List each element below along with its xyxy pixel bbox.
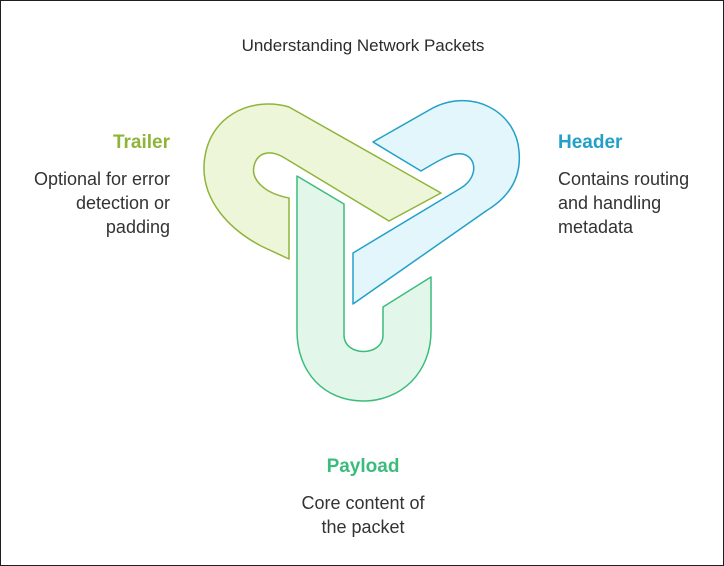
header-segment-shape	[352, 99, 521, 305]
header-description-line: Contains routing	[558, 169, 690, 189]
payload-description: Core content of the packet	[263, 491, 463, 539]
header-description-line: metadata	[558, 217, 634, 237]
header-description-line: and handling	[558, 193, 662, 213]
trailer-description-line: Optional for error	[33, 169, 170, 189]
payload-segment-shape	[296, 175, 432, 402]
header-description: Contains routing and handling metadata	[558, 167, 718, 239]
trailer-description: Optional for error detection or padding	[1, 167, 170, 239]
payload-description-line: the packet	[321, 517, 405, 537]
trailer-segment-shape	[203, 103, 442, 260]
payload-description-line: Core content of	[301, 493, 425, 513]
diagram-title: Understanding Network Packets	[241, 36, 485, 55]
trailer-description-line: padding	[105, 217, 170, 237]
header-label: Header	[558, 132, 623, 153]
trailer-description-line: detection or	[75, 193, 170, 213]
payload-label: Payload	[326, 456, 400, 477]
trailer-label: Trailer	[112, 132, 170, 153]
